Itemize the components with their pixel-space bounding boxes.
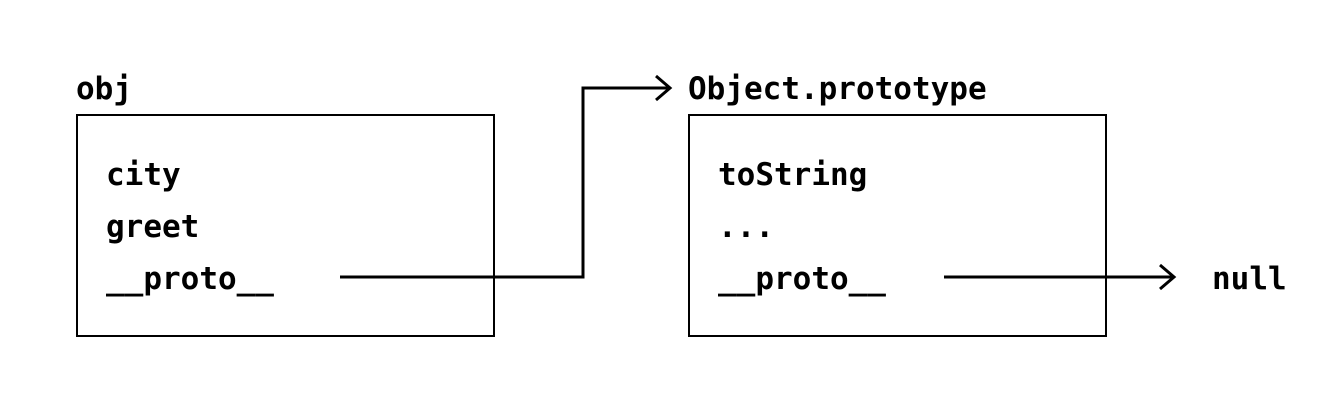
arrow-head — [1159, 263, 1177, 291]
proto-null-arrow — [944, 263, 1177, 291]
null-terminal: null — [1212, 261, 1287, 297]
object-box — [688, 114, 1107, 337]
field-proto: __proto__ — [106, 261, 274, 297]
arrow-head — [655, 74, 673, 102]
field-ellipsis: ... — [718, 209, 774, 245]
field-greet: greet — [106, 209, 199, 245]
proto-link-arrow — [340, 74, 673, 279]
object-obj: obj city greet __proto__ — [76, 71, 495, 337]
field-proto: __proto__ — [718, 261, 886, 297]
object-label: Object.prototype — [688, 71, 987, 107]
arrow-line — [340, 86, 668, 279]
object-box — [76, 114, 495, 337]
field-tostring: toString — [718, 157, 867, 193]
object-label: obj — [76, 71, 132, 107]
object-prototype: Object.prototype toString ... __proto__ — [688, 71, 1107, 337]
field-city: city — [106, 157, 181, 193]
